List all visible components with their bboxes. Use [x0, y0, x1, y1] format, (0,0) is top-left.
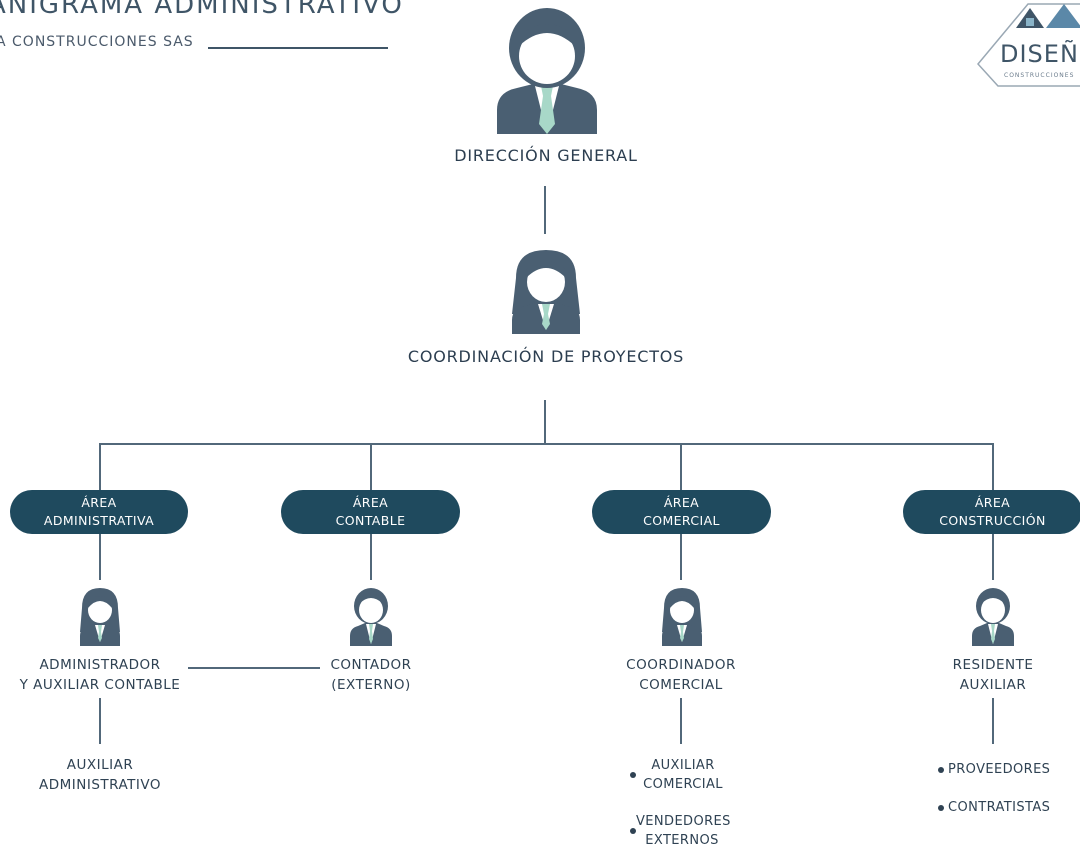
subtitle-underline: [208, 47, 388, 49]
proveedores-label: PROVEEDORES: [948, 762, 1051, 777]
connector-line: [370, 534, 372, 580]
connector-line: [680, 443, 682, 491]
administrador-label: ADMINISTRADOR Y AUXILIAR CONTABLE: [19, 657, 181, 693]
logo-subtext: CONSTRUCCIONES: [1004, 72, 1075, 79]
page-title: ANIGRAMA ADMINISTRATIVO: [0, 0, 404, 20]
logo-text: DISEÑ: [1000, 40, 1079, 68]
page-subtitle: A CONSTRUCCIONES SAS: [0, 34, 194, 50]
connector-line: [544, 186, 546, 234]
vendedores-externos-label: VENDEDORES EXTERNOS: [636, 814, 731, 848]
connector-line: [680, 698, 682, 744]
area-comercial-pill: ÁREA COMERCIAL: [592, 490, 771, 534]
coordinador-comercial-label: COORDINADOR COMERCIAL: [626, 657, 736, 693]
connector-line: [370, 443, 372, 491]
bullet-icon: [630, 828, 636, 834]
connector-line: [99, 698, 101, 744]
coordinator-person-icon: [512, 250, 580, 334]
residente-auxiliar-label: RESIDENTE AUXILIAR: [952, 657, 1034, 693]
auxiliar-administrativo-label: AUXILIAR ADMINISTRATIVO: [38, 757, 162, 793]
connector-line: [99, 534, 101, 580]
connector-line: [992, 534, 994, 580]
connector-line: [992, 698, 994, 744]
link-line: [188, 667, 320, 669]
direccion-general-label: DIRECCIÓN GENERAL: [454, 146, 638, 165]
director-person-icon: [497, 8, 597, 134]
area-construccion-pill: ÁREA CONSTRUCCIÓN: [903, 490, 1080, 534]
company-logo: [977, 3, 1080, 87]
connector-line: [544, 400, 546, 444]
contratistas-label: CONTRATISTAS: [948, 800, 1051, 815]
area-contable-pill: ÁREA CONTABLE: [281, 490, 460, 534]
area-administrativa-pill: ÁREA ADMINISTRATIVA: [10, 490, 188, 534]
contador-person-icon: [350, 588, 392, 646]
auxiliar-comercial-label: AUXILIAR COMERCIAL: [643, 758, 723, 792]
residente-person-icon: [972, 588, 1014, 646]
coordinador-comercial-person-icon: [662, 588, 702, 646]
administrador-person-icon: [80, 588, 120, 646]
connector-line: [680, 534, 682, 580]
contador-label: CONTADOR (EXTERNO): [330, 657, 412, 693]
bullet-icon: [938, 805, 944, 811]
connector-line: [992, 443, 994, 491]
coordinacion-proyectos-label: COORDINACIÓN DE PROYECTOS: [407, 347, 685, 366]
bullet-icon: [938, 767, 944, 773]
connector-line: [99, 443, 101, 491]
branch-line: [99, 443, 994, 445]
bullet-icon: [630, 772, 636, 778]
